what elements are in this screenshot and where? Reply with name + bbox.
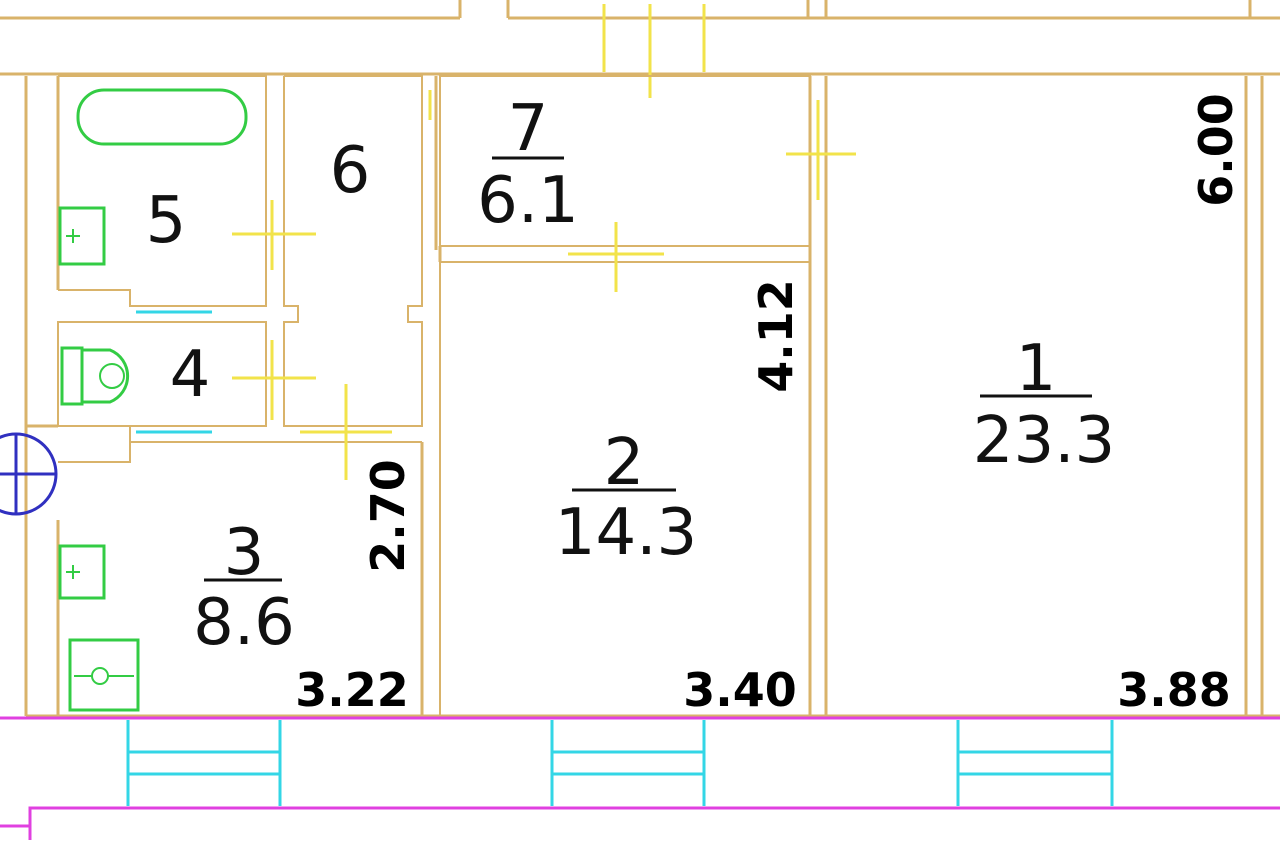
windows — [126, 720, 1114, 806]
room-area: 23.3 — [973, 404, 1116, 478]
room-1-label: 1 23.3 — [973, 332, 1116, 478]
room-number: 5 — [146, 184, 187, 258]
balcony — [0, 716, 1280, 840]
dimension-room2-height: 4.12 — [749, 279, 803, 393]
ventilation-shaft-icon — [0, 432, 58, 516]
dimension-room3-width: 3.22 — [295, 663, 409, 717]
inner-openings — [136, 310, 212, 434]
room-5-label: 5 — [146, 184, 187, 258]
room-number: 3 — [224, 516, 265, 590]
room-area: 6.1 — [477, 164, 579, 238]
dimension-room3-height: 2.70 — [361, 459, 415, 573]
toilet-icon — [60, 346, 130, 406]
walls — [24, 75, 1280, 718]
sink-icon — [58, 544, 106, 600]
dimension-room1-width: 3.88 — [1117, 663, 1231, 717]
room-number: 2 — [604, 426, 645, 500]
dimension-room2-width: 3.40 — [683, 663, 797, 717]
room-6-label: 6 — [330, 134, 371, 208]
room-3-label: 3 8.6 — [193, 516, 295, 660]
top-corridor — [0, 0, 1280, 98]
room-2-label: 2 14.3 — [555, 426, 698, 570]
room-number: 4 — [170, 338, 211, 412]
window-kitchen — [126, 720, 282, 806]
fixtures — [58, 88, 248, 712]
window-room-1 — [956, 720, 1114, 806]
window-room-2 — [550, 720, 706, 806]
stove-icon — [68, 638, 140, 712]
sink-icon — [58, 206, 106, 266]
room-4-label: 4 — [170, 338, 211, 412]
room-area: 8.6 — [193, 586, 295, 660]
bathtub-icon — [76, 88, 248, 146]
doors — [232, 90, 856, 480]
room-7-label: 7 6.1 — [477, 92, 579, 238]
dimensions: 6.00 4.12 2.70 3.88 3.40 3.22 — [295, 93, 1243, 717]
room-number: 7 — [508, 92, 549, 166]
dimension-room1-height: 6.00 — [1189, 93, 1243, 207]
room-number: 1 — [1016, 332, 1057, 406]
room-area: 14.3 — [555, 496, 698, 570]
room-number: 6 — [330, 134, 371, 208]
